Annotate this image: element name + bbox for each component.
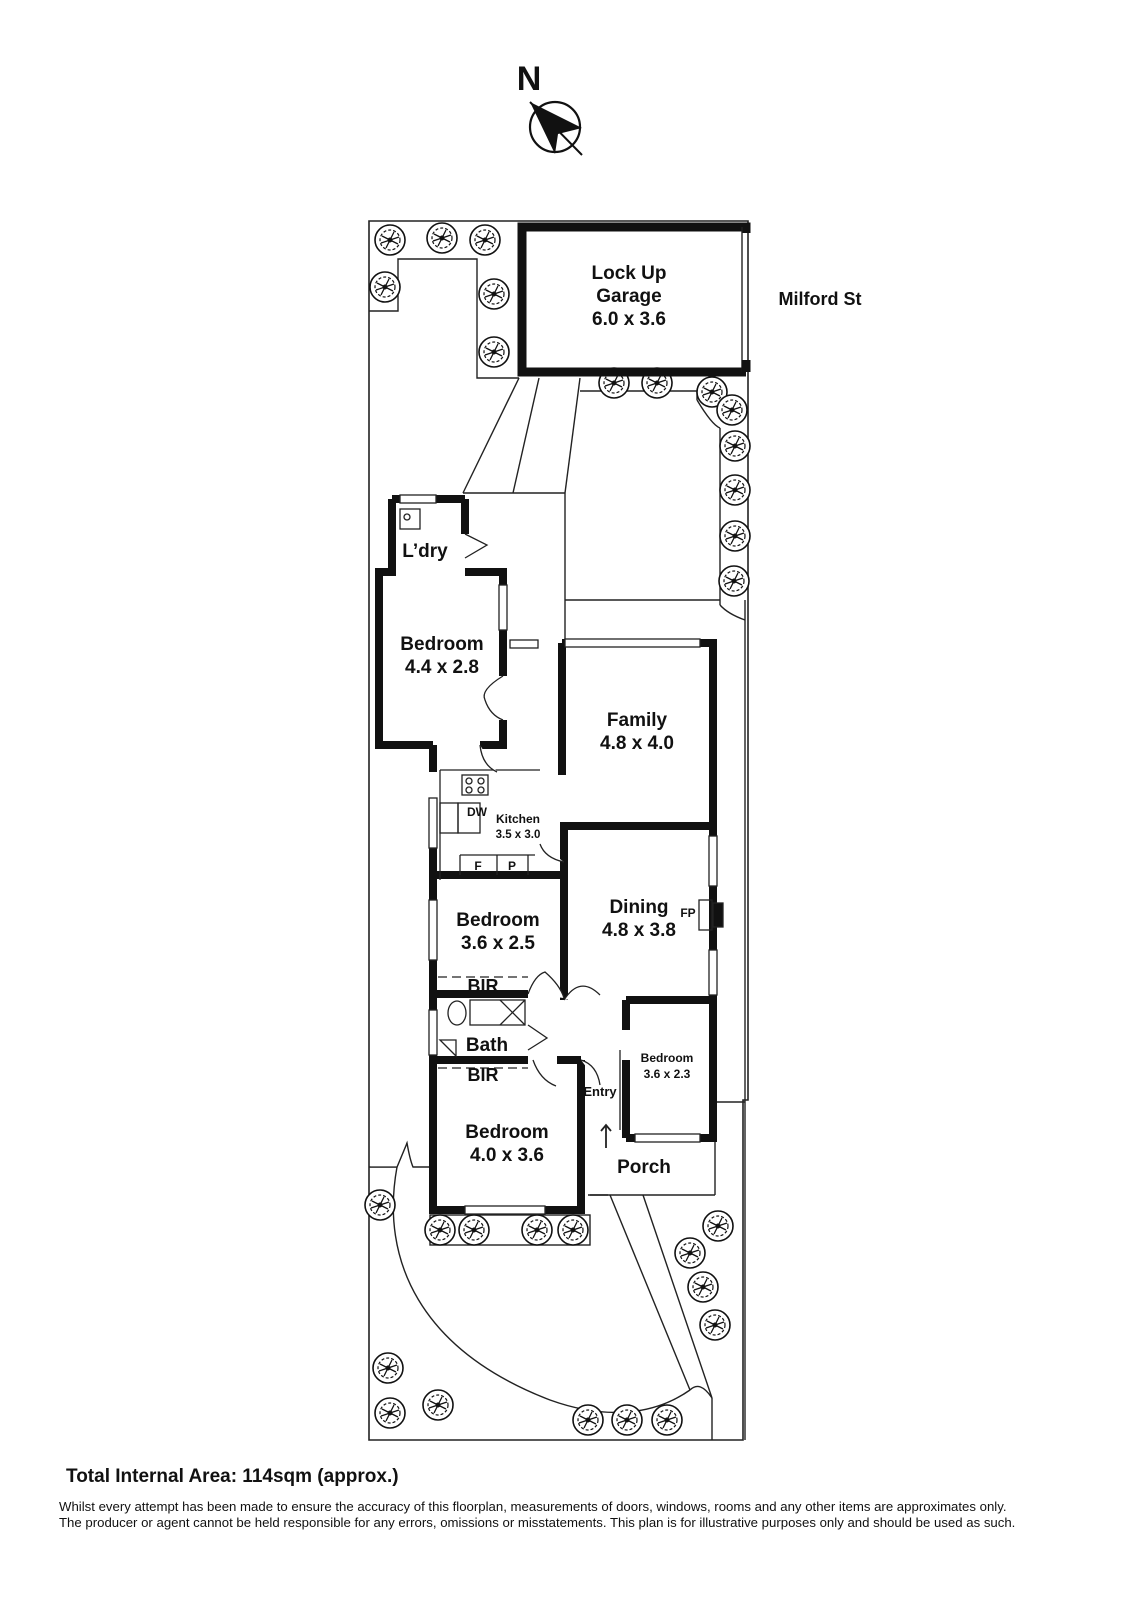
pantry-label: P bbox=[508, 859, 516, 873]
kitchen-label: Kitchen bbox=[496, 812, 540, 826]
bedroom-front-size: 4.0 x 3.6 bbox=[470, 1145, 544, 1166]
garage-size: 6.0 x 3.6 bbox=[592, 309, 666, 330]
garage bbox=[517, 222, 751, 377]
windows bbox=[399, 494, 718, 1215]
north-label: N bbox=[517, 60, 542, 98]
compass: N bbox=[517, 60, 583, 156]
dining-size: 4.8 x 3.8 bbox=[602, 920, 676, 941]
bedroom-mid-label: Bedroom bbox=[456, 910, 539, 931]
porch-label: Porch bbox=[617, 1157, 671, 1178]
garage-label-line1: Lock Up bbox=[592, 263, 667, 284]
bedroom-rear-size: 4.4 x 2.8 bbox=[405, 657, 479, 678]
bedroom-mid-size: 3.6 x 2.5 bbox=[461, 933, 535, 954]
doors bbox=[369, 533, 601, 1168]
laundry-label: L’dry bbox=[402, 541, 448, 562]
north-arrow-icon bbox=[528, 100, 583, 156]
entry-label: Entry bbox=[583, 1084, 617, 1099]
bir-top-label: BIR bbox=[468, 976, 499, 996]
kitchen-size: 3.5 x 3.0 bbox=[496, 829, 541, 841]
total-area: Total Internal Area: 114sqm (approx.) bbox=[66, 1466, 399, 1487]
disclaimer-line-1: Whilst every attempt has been made to en… bbox=[59, 1499, 1007, 1514]
house-walls bbox=[375, 495, 717, 1214]
fixtures bbox=[399, 508, 724, 1148]
fridge-label: F bbox=[474, 859, 481, 873]
bedroom-rear-label: Bedroom bbox=[400, 634, 483, 655]
bedroom-small-label: Bedroom bbox=[641, 1051, 694, 1065]
family-label: Family bbox=[607, 710, 668, 731]
disclaimer-line-2: The producer or agent cannot be held res… bbox=[59, 1515, 1016, 1530]
fireplace-label: FP bbox=[680, 906, 695, 920]
bath-label: Bath bbox=[466, 1035, 508, 1056]
garage-label-line2: Garage bbox=[596, 286, 661, 307]
bir-bottom-label: BIR bbox=[468, 1065, 499, 1085]
family-size: 4.8 x 4.0 bbox=[600, 733, 674, 754]
property-boundary bbox=[368, 220, 749, 1441]
dishwasher-label: DW bbox=[467, 805, 488, 819]
bedroom-small-size: 3.6 x 2.3 bbox=[644, 1067, 691, 1081]
bedroom-front-label: Bedroom bbox=[465, 1122, 548, 1143]
dining-label: Dining bbox=[609, 897, 668, 918]
room-labels: Lock Up Garage 6.0 x 3.6 Milford St L’dr… bbox=[400, 263, 861, 1178]
street-name: Milford St bbox=[779, 289, 862, 309]
disclaimer: Whilst every attempt has been made to en… bbox=[59, 1499, 1119, 1531]
